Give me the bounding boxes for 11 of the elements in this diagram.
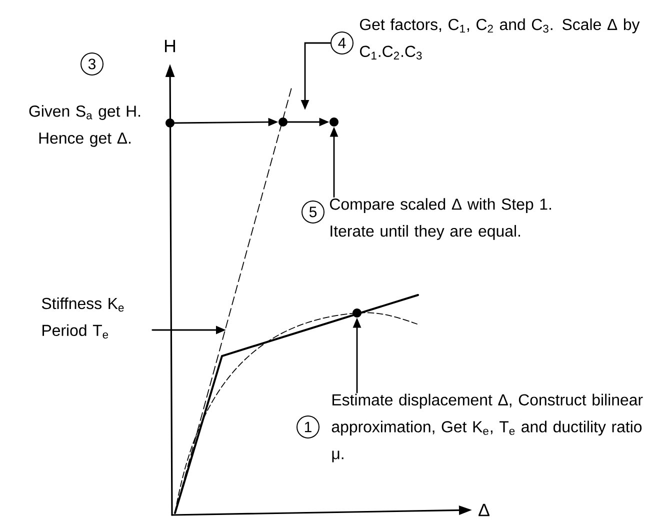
step-text: Given S$_{a}$ get H. Hence get Δ. bbox=[29, 105, 140, 147]
axis-label: H bbox=[165, 40, 176, 52]
step-text: Stiffness K$_{e}$ Period T$_{e}$ bbox=[42, 297, 124, 339]
point-dot bbox=[166, 118, 174, 128]
point-dot bbox=[352, 308, 362, 318]
axis-label: Δ bbox=[478, 504, 490, 516]
step-text: Compare scaled Δ with Step 1. Iterate until they are equal. bbox=[330, 198, 551, 240]
step-text: Estimate displacement Δ, Construct bilinear approximation, Get K$_{e}$, T$_{e}$ and ductility ratio μ. bbox=[332, 394, 643, 462]
point-dot bbox=[278, 118, 288, 126]
step-text: Get factors, C$_{1}$, C$_{2}$ and C$_{3}$. Scale Δ by C$_{1}$.C$_{2}$.C$_{3}$ bbox=[360, 18, 640, 60]
point-dot bbox=[330, 118, 338, 126]
